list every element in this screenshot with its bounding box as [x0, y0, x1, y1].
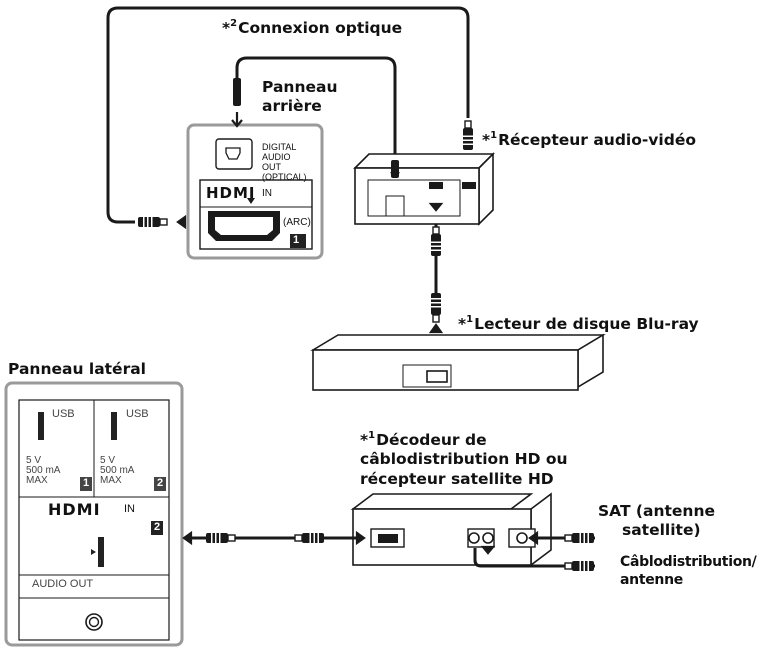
side-panel-title: Panneau latéral	[8, 360, 146, 378]
side-hdmi-logo: HDMI	[48, 500, 101, 519]
bluray-label: *1Lecteur de disque Blu-ray	[458, 314, 699, 333]
usb-label-1: USB	[52, 408, 75, 420]
rear-panel	[186, 123, 324, 260]
side-hdmi-in-label: IN	[124, 503, 135, 515]
side-hdmi-number: 2	[151, 521, 164, 535]
footnote-star: *	[222, 19, 231, 37]
footnote-number: 2	[230, 18, 238, 29]
label-text: Connexion optique	[238, 19, 403, 37]
set-top-box	[350, 492, 552, 567]
digital-audio-out-label: DIGITAL AUDIO OUT (OPTICAL)	[262, 142, 307, 182]
hdmi-port-2	[98, 537, 104, 567]
usb-power-1: 5 V 500 mA MAX	[26, 455, 61, 486]
hdmi-in-label: IN	[262, 188, 272, 199]
set-top-box-label: *1Décodeur de câblodistribution HD ou ré…	[360, 430, 568, 488]
side-panel	[4, 381, 184, 647]
optical-connection-label: *2Connexion optique	[222, 18, 402, 38]
cable-plugs	[137, 78, 595, 572]
usb-port-2	[111, 412, 117, 440]
port-number-1: 1	[293, 234, 300, 246]
rear-panel-title: Panneau arrière	[262, 78, 338, 116]
hdmi-logo: HDMI	[206, 184, 256, 202]
av-receiver	[353, 152, 495, 226]
usb-number-2: 2	[154, 477, 167, 491]
audio-out-label: AUDIO OUT	[32, 578, 94, 590]
sat-antenna-label: SAT (antenne satellite)	[598, 502, 716, 540]
av-receiver-label: *1Récepteur audio-vidéo	[482, 130, 696, 149]
usb-port-1	[38, 412, 44, 440]
cable-antenna-label: Câblodistribution/ antenne	[620, 554, 757, 588]
usb-label-2: USB	[126, 408, 149, 420]
usb-power-2: 5 V 500 mA MAX	[100, 455, 135, 486]
usb-number-1: 1	[80, 477, 93, 491]
arc-label: (ARC)	[283, 217, 311, 228]
bluray-hdmi-port	[426, 370, 448, 383]
optical-port	[215, 138, 253, 170]
arrows	[176, 112, 539, 555]
bluray-player	[310, 333, 606, 391]
